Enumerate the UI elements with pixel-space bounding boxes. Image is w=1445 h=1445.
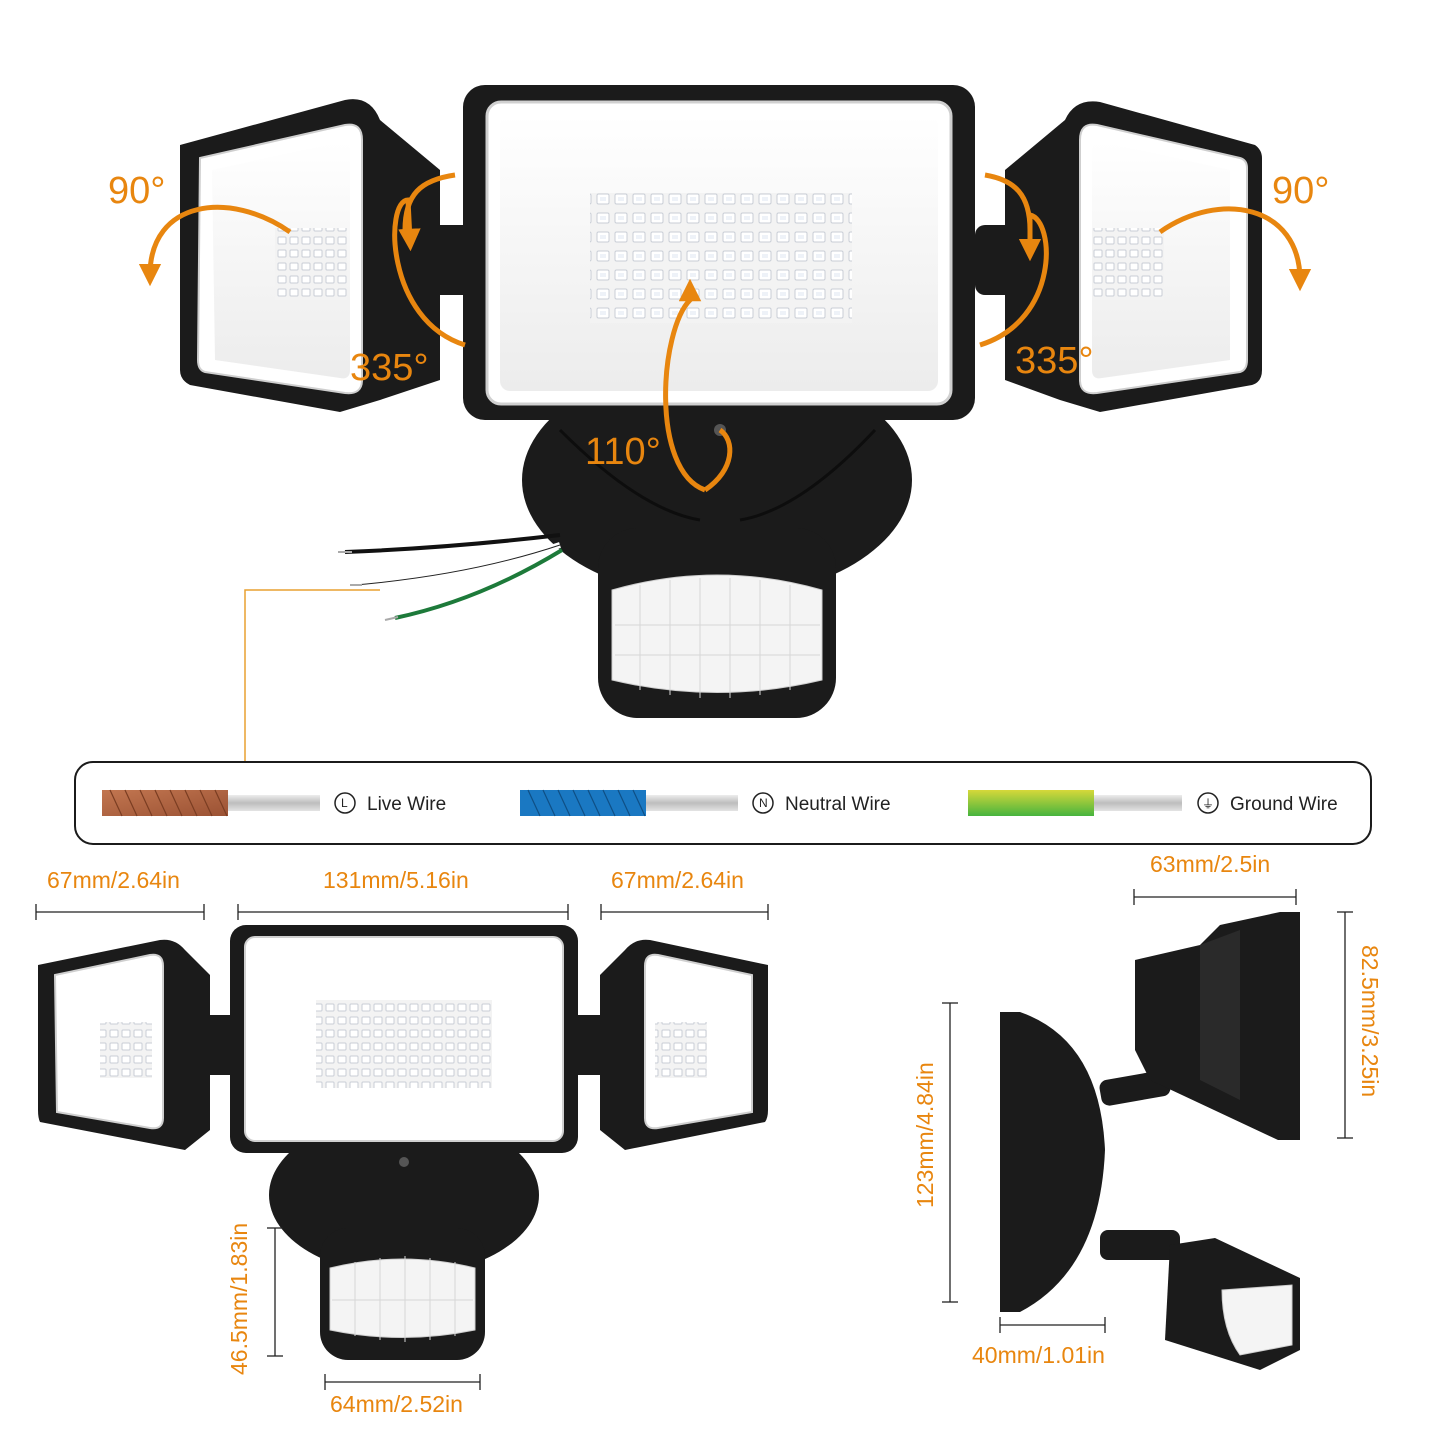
wire-ground: ⏚ Ground Wire [968,790,1338,816]
dim-center-width: 131mm/5.16in [323,867,469,893]
top-light-assembly [180,85,1262,718]
side-dimension-lines [942,889,1353,1333]
motion-sensor [598,528,836,718]
dim-profile-head-height: 82.5mm/3.25in [1357,945,1383,1097]
wire-neutral-symbol: N [759,796,768,810]
wire-live: L Live Wire [102,789,446,817]
wire-neutral: N Neutral Wire [520,789,891,817]
wire-neutral-label: Neutral Wire [785,794,891,815]
front-dimension-lines [35,904,769,1390]
dim-sensor-width: 64mm/2.52in [330,1391,463,1417]
wire-ground-symbol: ⏚ [1202,797,1214,811]
center-tilt-angle: 110° [585,431,661,473]
side-profile-view [1000,912,1300,1370]
left-tilt-angle: 90° [108,170,165,212]
dim-side-right-width: 67mm/2.64in [611,867,744,893]
wire-live-label: Live Wire [367,794,446,815]
dim-base-depth: 40mm/1.01in [972,1342,1105,1368]
center-led-array [590,193,852,323]
rotation-arrows [138,172,1312,493]
dim-profile-total-height: 123mm/4.84in [912,1062,938,1208]
front-view [38,925,768,1360]
wire-live-symbol: L [341,796,348,810]
dim-sensor-height: 46.5mm/1.83in [226,1223,252,1375]
wire-leader-line [244,589,380,762]
wire-legend: L Live Wire N Neutral Wire ⏚ Ground Wire [74,761,1372,845]
dim-side-left-width: 67mm/2.64in [47,867,180,893]
right-swivel-angle: 335° [1015,340,1094,382]
wire-bundle [338,533,564,621]
wire-ground-label: Ground Wire [1230,794,1338,815]
dim-profile-depth: 63mm/2.5in [1150,851,1270,877]
left-swivel-angle: 335° [350,347,429,389]
right-tilt-angle: 90° [1272,170,1329,212]
